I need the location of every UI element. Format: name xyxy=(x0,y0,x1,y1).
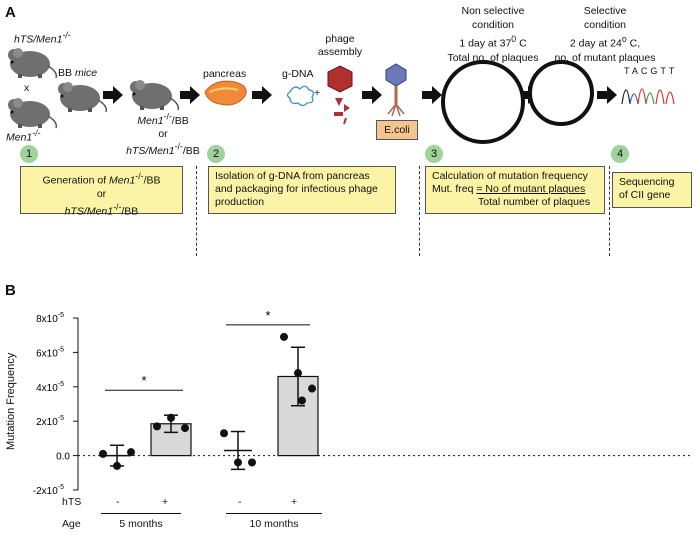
y-tick-label: 6x10-5 xyxy=(36,346,64,359)
step-2-badge: 2 xyxy=(207,145,225,163)
bb-mice-label: BB mice xyxy=(58,67,98,79)
divider-3 xyxy=(609,166,610,256)
selective-condition-label: Selective condition 2 day at 24o C, no. … xyxy=(554,5,656,64)
hts-value-3: - xyxy=(238,496,242,508)
gdna-icon xyxy=(286,85,315,107)
phage-assembly-icon xyxy=(327,65,353,125)
y-tick-label: 0.0 xyxy=(56,452,70,463)
data-point xyxy=(99,449,107,458)
panel-a-label: A xyxy=(5,4,16,21)
pancreas-icon xyxy=(204,80,247,106)
data-point xyxy=(308,384,316,393)
mouse2-label: Men1-/- xyxy=(6,128,41,144)
step-4-badge: 4 xyxy=(611,145,629,163)
plate-nonselective xyxy=(441,60,525,144)
data-point xyxy=(220,429,228,438)
data-point xyxy=(248,458,256,467)
y-tick-label: 8x10-5 xyxy=(36,312,64,325)
divider-1 xyxy=(196,166,197,256)
panel-a-graphics xyxy=(7,47,675,129)
significance-star: * xyxy=(141,373,146,388)
step-1-box: Generation of Men1-/-/BB or hTS/Men1-/-/… xyxy=(20,166,183,217)
panel-b-label: B xyxy=(5,282,16,299)
step-4-box: Sequencing of CII gene xyxy=(612,172,692,208)
y-tick-label: -2x10-5 xyxy=(33,484,64,497)
y-axis-title: Mutation Frequency xyxy=(5,352,17,450)
mouse-bb-icon xyxy=(57,81,108,113)
y-tick-label: 4x10-5 xyxy=(36,381,64,394)
hts-value-4: + xyxy=(291,496,298,508)
mouse-hts-icon xyxy=(7,47,58,79)
mouse-offspring-icon xyxy=(129,79,180,111)
hts-value-1: - xyxy=(116,496,120,508)
pancreas-label: pancreas xyxy=(203,68,247,80)
mouse-men1-icon xyxy=(7,97,58,129)
plus-symbol: + xyxy=(314,87,321,99)
nonselective-condition-label: Non selective condition 1 day at 370 C T… xyxy=(447,5,539,64)
chromatogram-icon xyxy=(621,88,675,105)
age-group-1-label: 5 months xyxy=(119,518,163,530)
cross-symbol: x xyxy=(24,82,30,94)
mouse1-label: hTS/Men1-/- xyxy=(14,30,71,46)
step-2-box: Isolation of g-DNA from pancreas and pac… xyxy=(208,166,396,214)
step-1-badge: 1 xyxy=(20,145,38,163)
ecoli-phage-icon xyxy=(385,63,407,117)
step-3-box: Calculation of mutation frequency Mut. f… xyxy=(425,166,605,214)
data-point xyxy=(280,332,288,341)
age-group-2-line xyxy=(226,513,322,514)
significance-star: * xyxy=(265,308,270,323)
offspring-label: Men1-/-/BB or hTS/Men1-/-/BB xyxy=(126,111,200,157)
y-tick-label: 2x10-5 xyxy=(36,415,64,428)
ecoli-label: E.coli xyxy=(376,120,418,140)
age-row-label: Age xyxy=(62,518,81,530)
age-group-1-line xyxy=(101,513,181,514)
sequence-label: TACGTT xyxy=(624,66,678,76)
divider-2 xyxy=(419,166,420,256)
plate-selective xyxy=(528,60,594,126)
hts-value-2: + xyxy=(162,496,169,508)
gdna-label: g-DNA xyxy=(282,68,314,80)
hts-row-label: hTS xyxy=(62,496,82,508)
mutation-frequency-chart: -2x10-5 0.0 2x10-5 4x10-5 6x10-5 8x10-5 * * xyxy=(33,308,690,497)
step-3-badge: 3 xyxy=(425,145,443,163)
data-point xyxy=(181,424,189,433)
data-point xyxy=(153,422,161,431)
data-point xyxy=(298,396,306,405)
age-group-2-label: 10 months xyxy=(249,518,299,530)
data-point xyxy=(127,448,135,457)
